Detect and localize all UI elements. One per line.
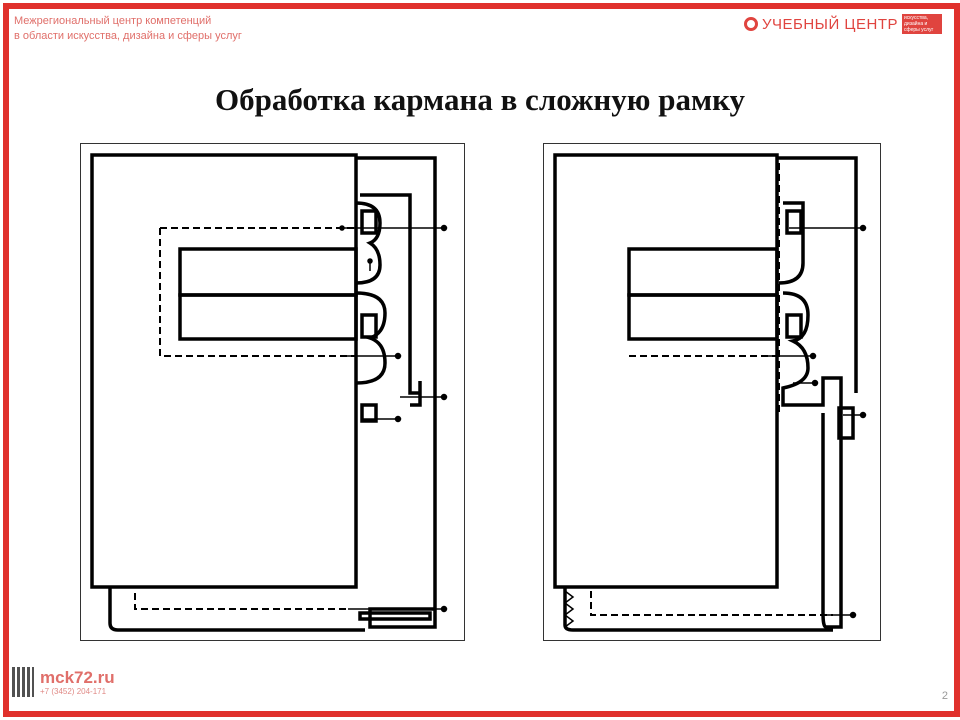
pocket-diagram-left <box>80 143 465 641</box>
org-line-1: Межрегиональный центр компетенций <box>14 15 212 27</box>
page-number: 2 <box>941 690 948 702</box>
brand-tagline: искусства, дизайна и сферы услуг <box>902 14 942 34</box>
slide-border <box>3 3 960 717</box>
overlock-stitch <box>563 590 575 628</box>
website-link[interactable]: mck72.ru <box>40 667 115 687</box>
brand-circle-icon <box>743 17 758 31</box>
qr-code-icon <box>12 667 34 697</box>
brand-name: УЧЕБНЫЙ ЦЕНТР <box>761 15 898 33</box>
org-line-2: в области искусства, дизайна и сферы усл… <box>14 30 242 42</box>
footer-contacts: mck72.ru +7 (3452) 204-171 <box>12 667 115 697</box>
phone-number: +7 (3452) 204-171 <box>40 686 107 696</box>
slide-title: Обработка кармана в сложную рамку <box>214 82 745 117</box>
brand-logo: УЧЕБНЫЙ ЦЕНТР искусства, дизайна и сферы… <box>743 14 942 34</box>
pocket-diagram-right <box>543 143 881 641</box>
organization-name: Межрегиональный центр компетенций в обла… <box>14 14 242 44</box>
